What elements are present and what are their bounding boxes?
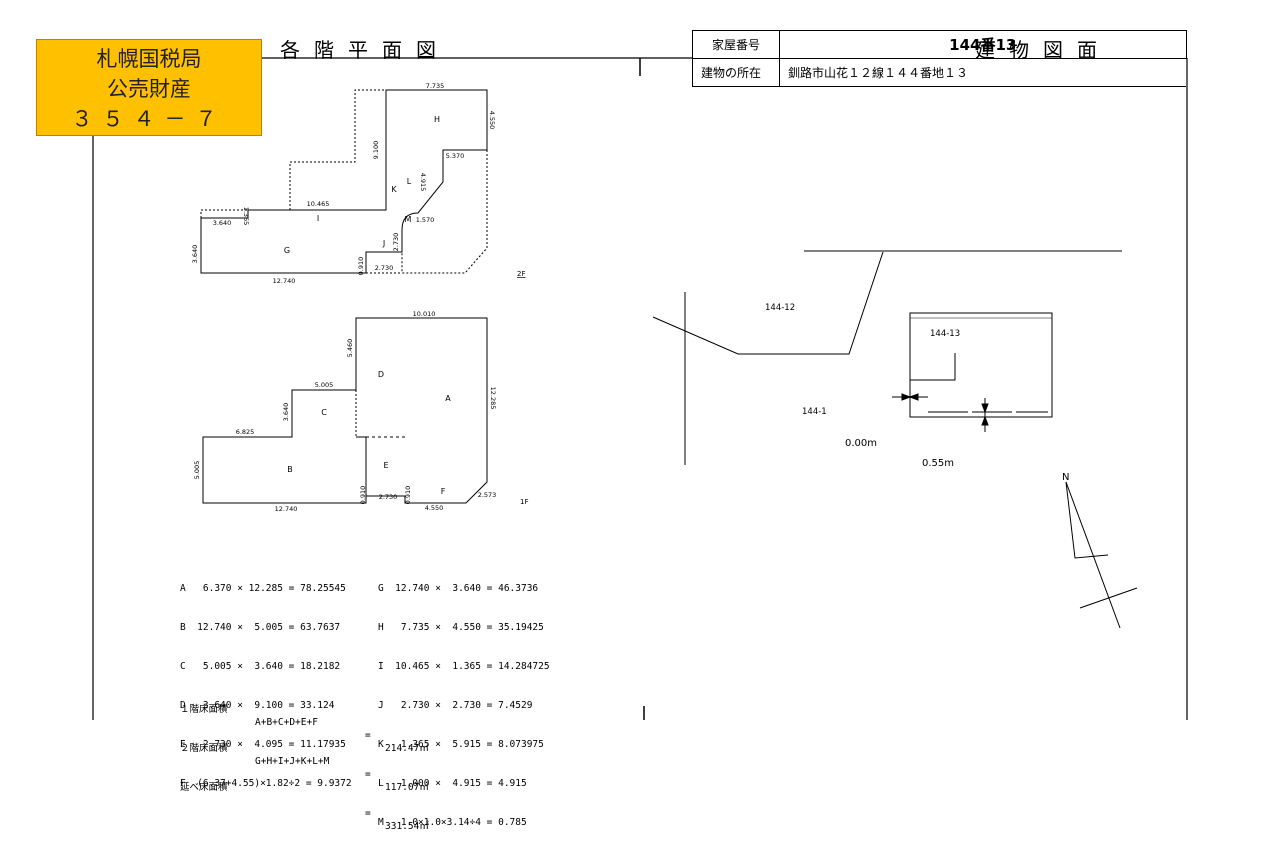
tax-office-badge: 札幌国税局 公売財産 ３５４－７ bbox=[36, 39, 262, 136]
calc-row: A 6.370 × 12.285 = 78.25545 bbox=[180, 583, 346, 594]
calc-row: H 7.735 × 4.550 = 35.19425 bbox=[378, 622, 544, 633]
lot-144-12: 144-12 bbox=[765, 303, 795, 313]
floor1-label: 1F bbox=[520, 498, 528, 506]
north-arrow-line bbox=[1065, 481, 1121, 629]
total-value: 214.47㎡ bbox=[385, 743, 429, 754]
room-h: H bbox=[434, 115, 440, 124]
floor-plans: 7.735 4.550 9.100 5.370 4.915 10.465 1.3… bbox=[191, 82, 528, 513]
f2-dim-top: 7.735 bbox=[426, 82, 445, 90]
f1-dim-small1: 0.910 bbox=[359, 486, 367, 505]
calc-row: D 3.640 × 9.100 = 33.124 bbox=[180, 700, 335, 711]
room-j: J bbox=[382, 239, 385, 248]
f1-dim-b-top: 6.825 bbox=[236, 428, 255, 436]
calc-row: G 12.740 × 3.640 = 46.3736 bbox=[378, 583, 539, 594]
distance-west: 0.00m bbox=[845, 438, 877, 449]
house-no-value: 144番13 bbox=[779, 30, 1187, 59]
distance-south: 0.55m bbox=[922, 458, 954, 469]
badge-property: 公売財産 bbox=[107, 77, 191, 101]
building-info-table: 家屋番号 144番13 建物の所在 釧路市山花１２線１４４番地１３ bbox=[692, 30, 1187, 87]
f2-dim-j-vert: 2.730 bbox=[392, 233, 400, 252]
calc-row: C 5.005 × 3.640 = 18.2182 bbox=[180, 661, 341, 672]
room-k: K bbox=[391, 185, 397, 194]
f1-dim-e-bottom: 2.730 bbox=[379, 493, 398, 501]
total-eq: = bbox=[365, 769, 371, 780]
total-label: 延べ床面積 bbox=[180, 782, 228, 793]
f2-dim-l-vert: 4.915 bbox=[419, 173, 427, 192]
f2-dim-bottom: 12.740 bbox=[273, 277, 296, 285]
location-value: 釧路市山花１２線１４４番地１３ bbox=[779, 58, 1186, 87]
floor1-outline bbox=[202, 317, 488, 504]
floor-area-totals: １階床面積 A+B+C+D+E+F = 214.47㎡ ２階床面積 G+H+I+… bbox=[180, 664, 429, 832]
area-calcs-right: G 12.740 × 3.640 = 46.3736 H 7.735 × 4.5… bbox=[378, 556, 550, 842]
room-l: L bbox=[407, 177, 412, 186]
room-g: G bbox=[284, 246, 290, 255]
f1-dim-b-left: 5.005 bbox=[193, 461, 201, 480]
room-b: B bbox=[287, 465, 293, 474]
floor2-dotted bbox=[200, 209, 248, 218]
calc-row: J 2.730 × 2.730 = 7.4529 bbox=[378, 700, 533, 711]
total-eq: = bbox=[365, 808, 371, 819]
f1-dim-top: 10.010 bbox=[413, 310, 436, 318]
f2-dim-g-step: 1.365 bbox=[242, 207, 250, 226]
lot-144-13: 144-13 bbox=[930, 329, 960, 339]
page-frame bbox=[92, 57, 1188, 720]
f2-dim-i-top: 10.465 bbox=[307, 200, 330, 208]
location-label: 建物の所在 bbox=[692, 58, 780, 87]
total-formula: A+B+C+D+E+F bbox=[255, 717, 318, 728]
total-value: 331.54㎡ bbox=[385, 821, 429, 832]
total-value: 117.07㎡ bbox=[385, 782, 429, 793]
f2-dim-k-vert: 9.100 bbox=[372, 141, 380, 160]
f2-dim-small: 0.910 bbox=[357, 257, 365, 276]
house-no-label: 家屋番号 bbox=[692, 30, 780, 59]
floor2-label: 2F bbox=[517, 270, 525, 278]
site-plan: 144-12 144-13 144-1 0.00m 0.55m N bbox=[652, 250, 1138, 629]
f2-dim-m: 1.570 bbox=[416, 216, 435, 224]
total-formula: G+H+I+J+K+L+M bbox=[255, 756, 330, 767]
f1-dim-c-top: 5.005 bbox=[315, 381, 334, 389]
room-c: C bbox=[321, 408, 327, 417]
f1-dim-f-bottom: 4.550 bbox=[425, 504, 444, 512]
f1-dim-d-vert: 5.460 bbox=[346, 339, 354, 358]
f2-dim-j-bottom: 2.730 bbox=[375, 264, 394, 272]
badge-number: ３５４－７ bbox=[71, 107, 227, 131]
room-f: F bbox=[441, 487, 446, 496]
north-label: N bbox=[1062, 472, 1069, 483]
lot-144-1: 144-1 bbox=[802, 407, 827, 417]
room-d: D bbox=[378, 370, 384, 379]
total-label: １階床面積 bbox=[180, 704, 228, 715]
room-m: M bbox=[405, 215, 412, 224]
badge-office: 札幌国税局 bbox=[96, 47, 202, 71]
f1-dim-c-vert: 3.640 bbox=[282, 403, 290, 422]
f2-dim-g-left-top: 3.640 bbox=[213, 219, 232, 227]
f1-dim-right: 12.285 bbox=[489, 387, 497, 410]
f1-dim-small2: 0.910 bbox=[404, 486, 412, 505]
room-a: A bbox=[445, 394, 451, 403]
f2-dim-h-right: 4.550 bbox=[488, 111, 496, 130]
room-i: I bbox=[317, 214, 319, 223]
lot-boundary bbox=[652, 251, 884, 355]
floor-plan-title: 各階平面図 bbox=[280, 38, 450, 62]
floor2-outline bbox=[200, 89, 488, 274]
total-eq: = bbox=[365, 730, 371, 741]
room-e: E bbox=[383, 461, 388, 470]
f2-dim-l-horiz: 5.370 bbox=[446, 152, 465, 160]
calc-row: I 10.465 × 1.365 = 14.284725 bbox=[378, 661, 550, 672]
total-label: ２階床面積 bbox=[180, 743, 228, 754]
f1-dim-diag: 2.573 bbox=[478, 491, 497, 499]
f2-dim-g-left: 3.640 bbox=[191, 245, 199, 264]
calc-row: B 12.740 × 5.005 = 63.7637 bbox=[180, 622, 341, 633]
f1-dim-bottom: 12.740 bbox=[275, 505, 298, 513]
